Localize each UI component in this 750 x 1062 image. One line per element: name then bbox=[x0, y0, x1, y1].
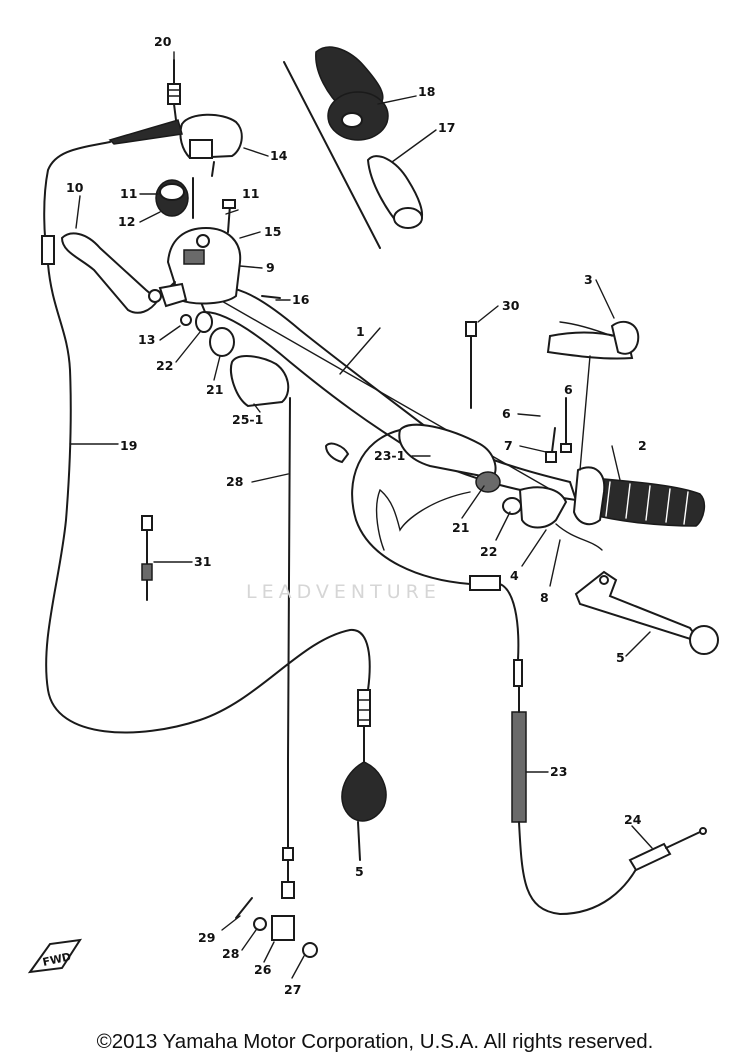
callout-5: 5 bbox=[616, 650, 625, 665]
callout-24: 24 bbox=[624, 812, 642, 827]
callout-5b: 5 bbox=[355, 864, 364, 879]
left-switch-housing bbox=[159, 226, 242, 305]
callout-21a: 21 bbox=[206, 382, 223, 397]
brake-cable bbox=[351, 429, 707, 915]
right-grip bbox=[572, 466, 706, 527]
callout-numbers: 1 2 3 4 5 5 6 6 7 8 9 10 11 11 12 13 14 … bbox=[66, 34, 647, 997]
callout-11a: 11 bbox=[120, 186, 137, 201]
callout-16: 16 bbox=[292, 292, 310, 307]
callout-9: 9 bbox=[266, 260, 275, 275]
callout-11b: 11 bbox=[242, 186, 259, 201]
callout-17: 17 bbox=[438, 120, 455, 135]
fwd-label: FWD bbox=[41, 950, 72, 969]
throttle-housing bbox=[108, 59, 243, 177]
callout-18: 18 bbox=[418, 84, 435, 99]
callout-22b: 22 bbox=[480, 544, 497, 559]
brake-lever bbox=[518, 397, 719, 655]
callout-13: 13 bbox=[138, 332, 155, 347]
callout-19: 19 bbox=[120, 438, 137, 453]
clutch-lever bbox=[60, 232, 188, 314]
callout-14: 14 bbox=[270, 148, 288, 163]
wiring bbox=[375, 489, 603, 551]
callout-20: 20 bbox=[154, 34, 172, 49]
callout-1: 1 bbox=[356, 324, 365, 339]
callout-31: 31 bbox=[194, 554, 211, 569]
throttle-cable bbox=[235, 397, 318, 958]
callout-6b: 6 bbox=[564, 382, 573, 397]
callout-2: 2 bbox=[638, 438, 647, 453]
callout-4: 4 bbox=[510, 568, 519, 583]
callout-7: 7 bbox=[504, 438, 513, 453]
callout-23: 23 bbox=[550, 764, 567, 779]
callout-15: 15 bbox=[264, 224, 281, 239]
callout-28b: 28 bbox=[222, 946, 239, 961]
starter-cable bbox=[341, 689, 387, 861]
callout-21b: 21 bbox=[452, 520, 469, 535]
kill-switch bbox=[546, 320, 640, 471]
leader-lines bbox=[69, 51, 653, 979]
watermark: LEADVENTURE bbox=[246, 581, 441, 603]
callout-29: 29 bbox=[198, 930, 215, 945]
fwd-stamp: FWD bbox=[27, 938, 83, 974]
callout-28: 28 bbox=[226, 474, 243, 489]
callout-6a: 6 bbox=[502, 406, 511, 421]
callout-22a: 22 bbox=[156, 358, 173, 373]
copyright-notice: ©2013 Yamaha Motor Corporation, U.S.A. A… bbox=[96, 1030, 654, 1053]
callout-3: 3 bbox=[584, 272, 593, 287]
switch-knob bbox=[155, 177, 236, 233]
callout-23-1: 23-1 bbox=[374, 448, 405, 463]
callout-8: 8 bbox=[540, 590, 549, 605]
spring-pin-30 bbox=[465, 321, 477, 409]
callout-12: 12 bbox=[118, 214, 135, 229]
grip-inset bbox=[283, 46, 424, 249]
callout-27: 27 bbox=[284, 982, 301, 997]
callout-25-1: 25-1 bbox=[232, 412, 263, 427]
callout-26: 26 bbox=[254, 962, 272, 977]
clutch-cable bbox=[41, 141, 371, 734]
callout-30: 30 bbox=[502, 298, 520, 313]
spring-pin-31 bbox=[141, 515, 153, 601]
throttle-grip bbox=[324, 423, 522, 515]
callout-10: 10 bbox=[66, 180, 84, 195]
left-grip bbox=[180, 295, 290, 408]
